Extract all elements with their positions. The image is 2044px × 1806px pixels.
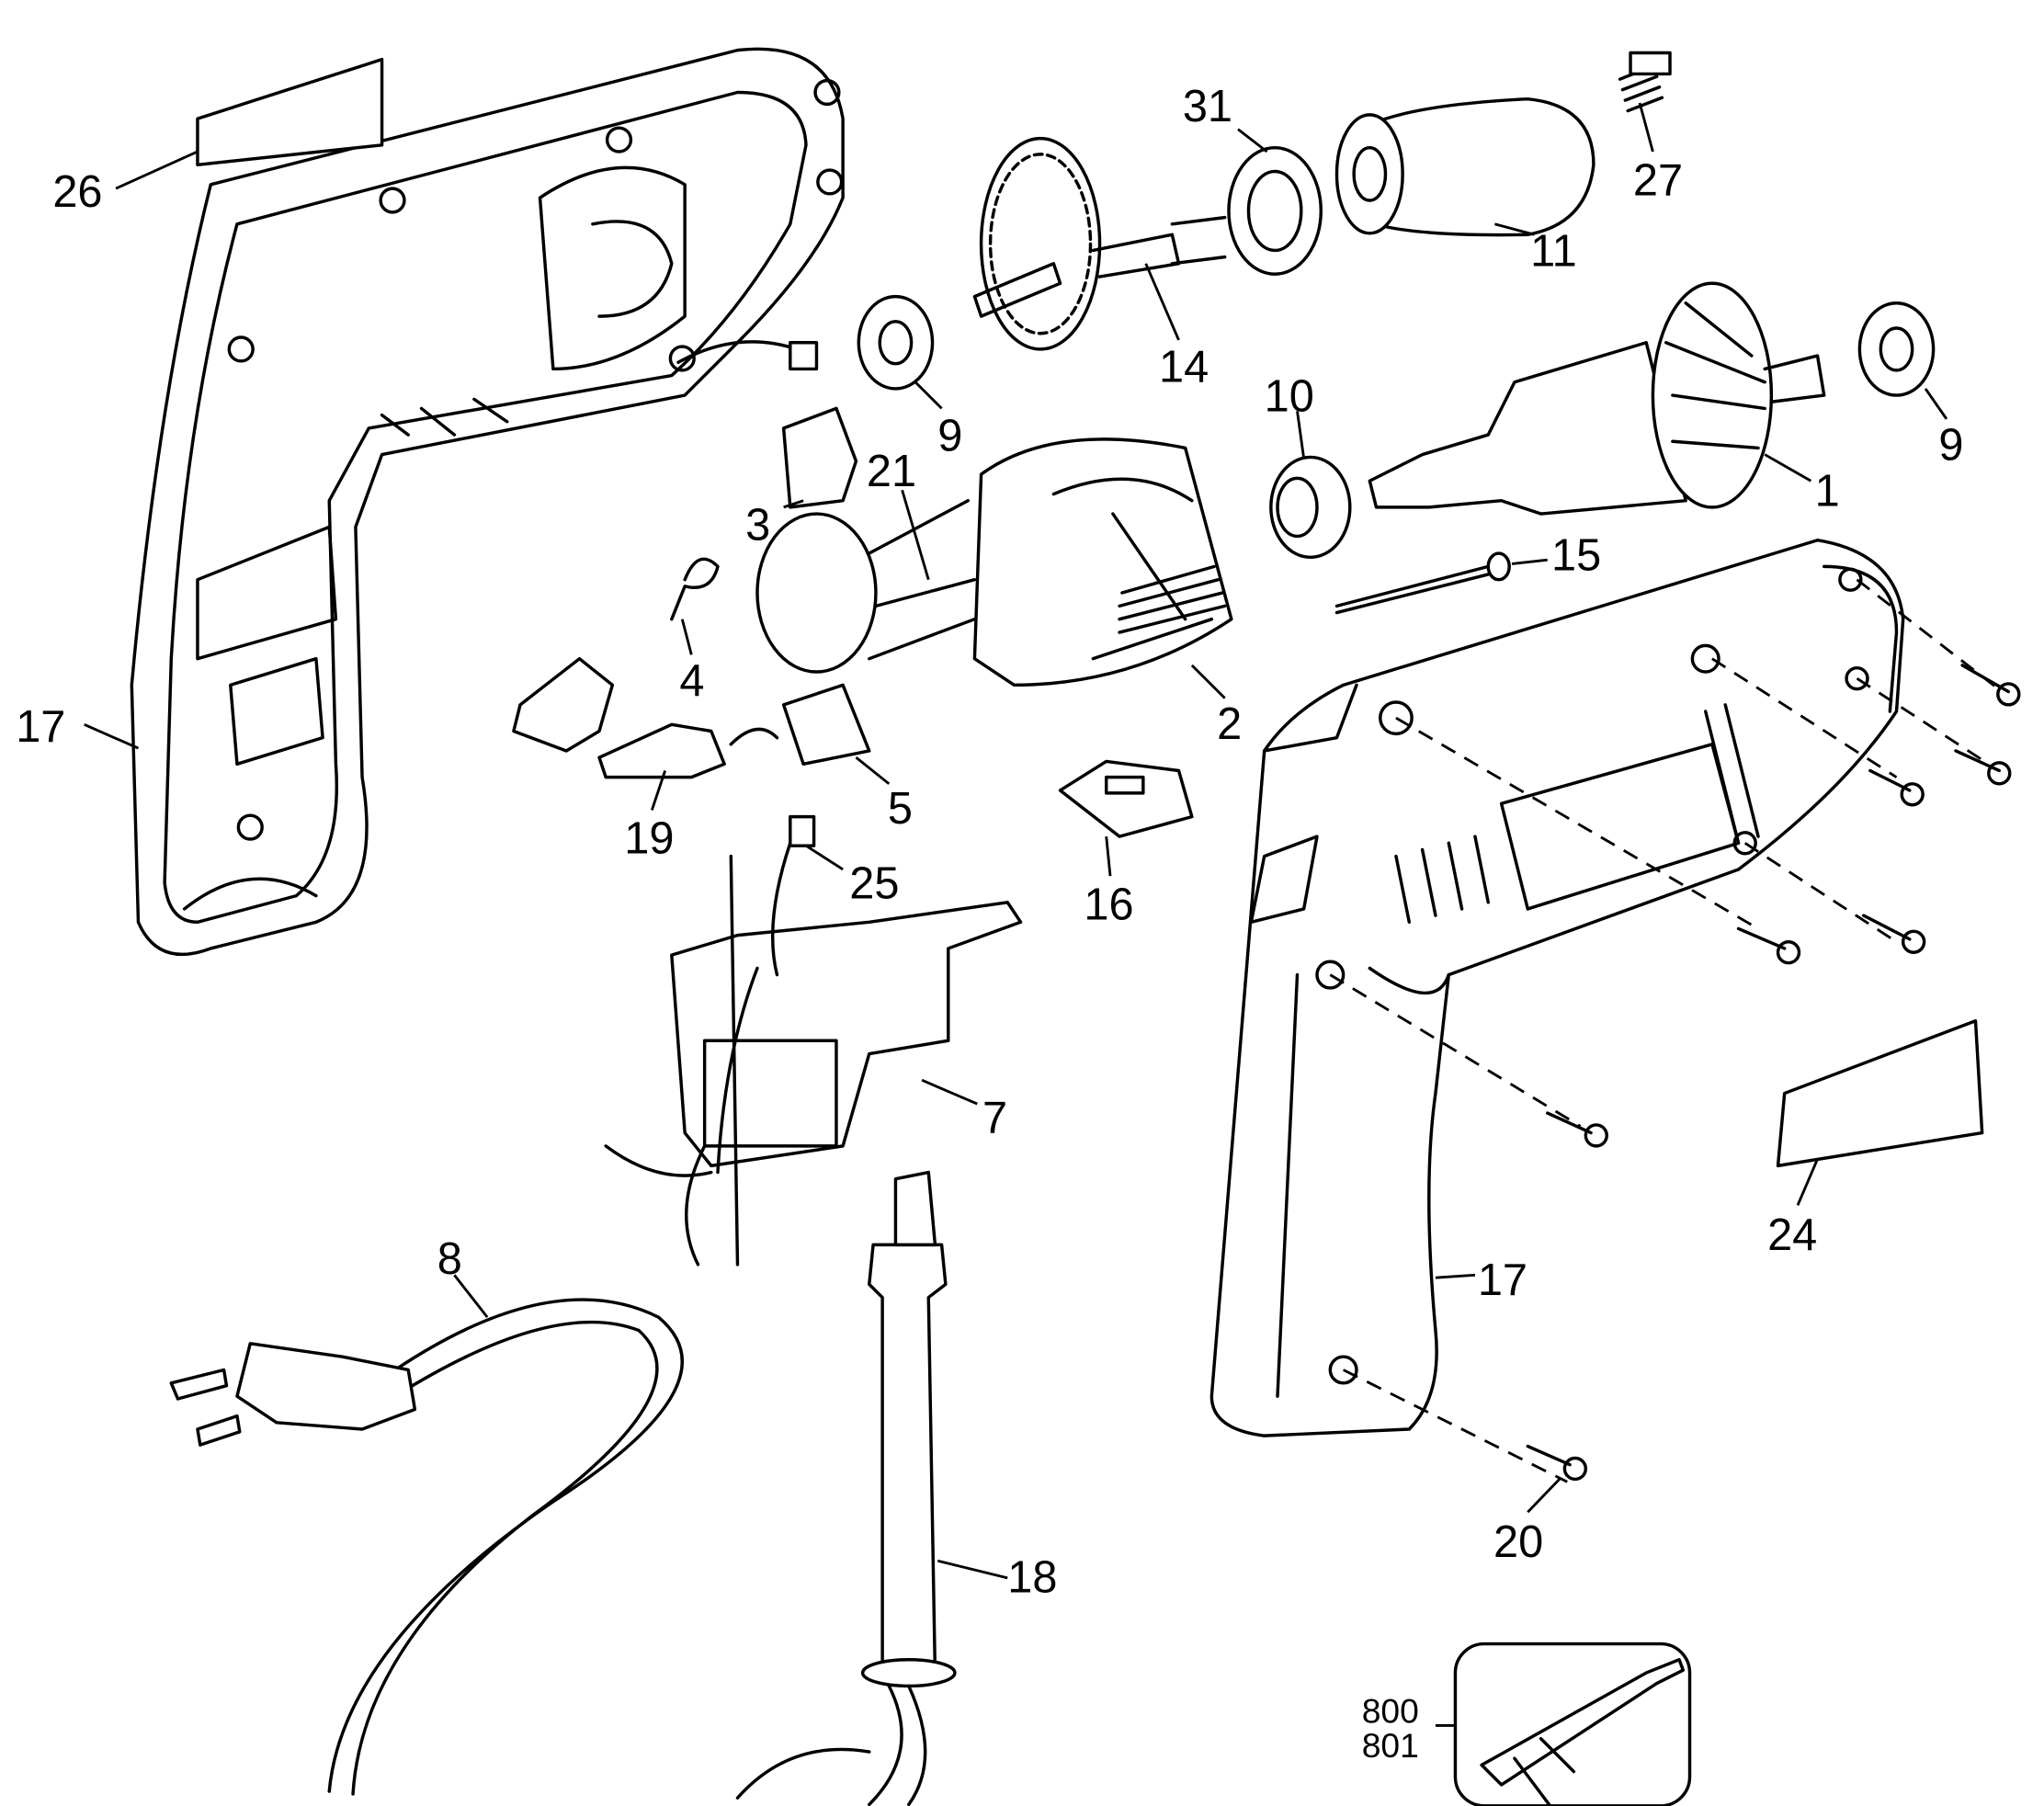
label-7: 7	[982, 1094, 1007, 1143]
label-17-right: 17	[1478, 1255, 1527, 1305]
armature	[1368, 281, 1826, 516]
label-3: 3	[745, 501, 770, 551]
label-21: 21	[867, 447, 916, 496]
power-cord-8	[169, 1298, 684, 1796]
label-8: 8	[437, 1234, 462, 1284]
long-screw-15	[1334, 564, 1490, 615]
label-11: 11	[1530, 227, 1577, 277]
label-800: 800	[1362, 1692, 1419, 1731]
cord-clamp-16	[1058, 759, 1194, 838]
housing-half-right	[1209, 538, 1905, 1437]
label-16: 16	[1084, 880, 1133, 929]
label-15: 15	[1551, 531, 1601, 581]
bearing-left	[857, 294, 935, 391]
label-20: 20	[1493, 1517, 1543, 1567]
label-14: 14	[1159, 343, 1209, 392]
brush-lead-3	[676, 340, 799, 364]
brush-spring-4	[670, 557, 720, 621]
gear-ring-10	[1269, 455, 1352, 560]
bearing-right	[1857, 301, 1936, 397]
label-2: 2	[1217, 699, 1242, 749]
label-9-right: 9	[1938, 420, 1963, 470]
label-17-left: 17	[16, 702, 65, 752]
housing-half-left	[130, 47, 845, 957]
brush-terminal-19	[597, 722, 726, 779]
label-10: 10	[1265, 371, 1314, 421]
label-801: 801	[1362, 1726, 1419, 1765]
part-labels: 26 31 27 11 14 9 10 9 1 3 21 15 4 2 17 5…	[16, 82, 1963, 1765]
label-24: 24	[1767, 1210, 1817, 1260]
label-25: 25	[849, 858, 899, 908]
carbon-brush-3	[789, 341, 819, 371]
screws	[1329, 578, 2021, 1483]
cord-protector-18	[735, 1170, 957, 1806]
accessory-box	[1453, 1641, 1692, 1806]
brush-holder	[755, 406, 977, 767]
label-plate-24	[1776, 1019, 1984, 1168]
label-19: 19	[624, 814, 674, 864]
terminal-clip	[512, 656, 615, 753]
switch-7	[604, 814, 1023, 1266]
field-stator	[972, 437, 1233, 687]
leader-lines	[84, 102, 1948, 1727]
label-26: 26	[52, 167, 102, 217]
label-4: 4	[679, 656, 704, 706]
label-1: 1	[1815, 466, 1840, 516]
label-18: 18	[1007, 1553, 1057, 1603]
label-27: 27	[1633, 155, 1683, 205]
label-5: 5	[888, 784, 913, 834]
gear-assembly	[972, 51, 1672, 351]
label-31: 31	[1183, 82, 1232, 131]
label-9-left: 9	[937, 411, 962, 460]
